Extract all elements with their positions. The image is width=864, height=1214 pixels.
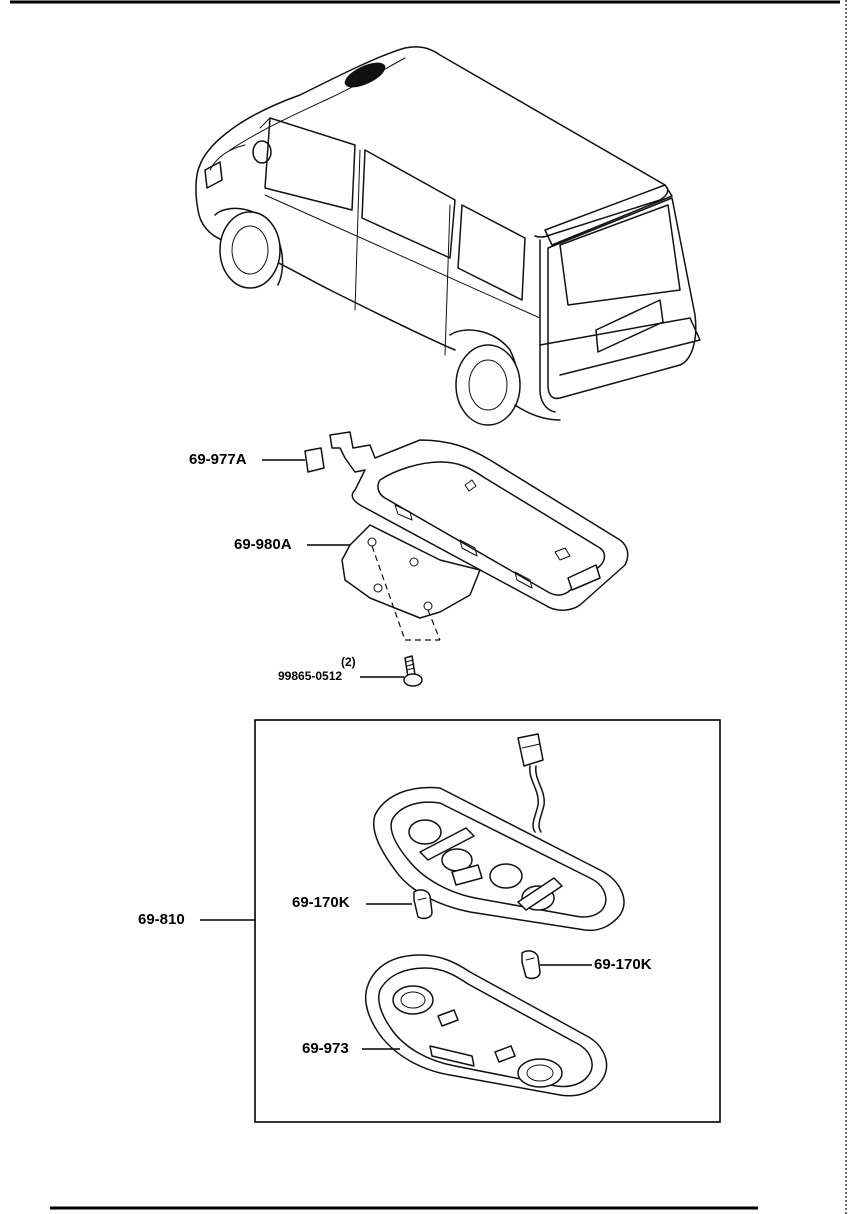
lens-cover bbox=[364, 954, 608, 1097]
callout-69-810: 69-810 bbox=[138, 911, 185, 928]
callout-69-973: 69-973 bbox=[302, 1040, 349, 1057]
base-plate-69-980A bbox=[341, 524, 481, 619]
assembly-detail-box bbox=[254, 719, 721, 1123]
van-illustration bbox=[195, 46, 701, 426]
callout-quantity: (2) bbox=[341, 655, 356, 669]
bulb-right bbox=[521, 950, 541, 980]
callout-69-170K-right: 69-170K bbox=[594, 956, 652, 973]
lamp-housing bbox=[373, 733, 625, 932]
bulb-left bbox=[413, 889, 433, 920]
pad-69-977A bbox=[304, 447, 325, 473]
bracket-frame bbox=[329, 431, 629, 611]
callout-69-980A: 69-980A bbox=[234, 536, 292, 553]
mounting-bracket-assembly bbox=[304, 431, 629, 687]
callout-69-977A: 69-977A bbox=[189, 451, 247, 468]
leader-lines bbox=[200, 459, 592, 1050]
callout-99865-0512: 99865-0512 bbox=[278, 669, 343, 683]
callout-69-170K-left: 69-170K bbox=[292, 894, 350, 911]
